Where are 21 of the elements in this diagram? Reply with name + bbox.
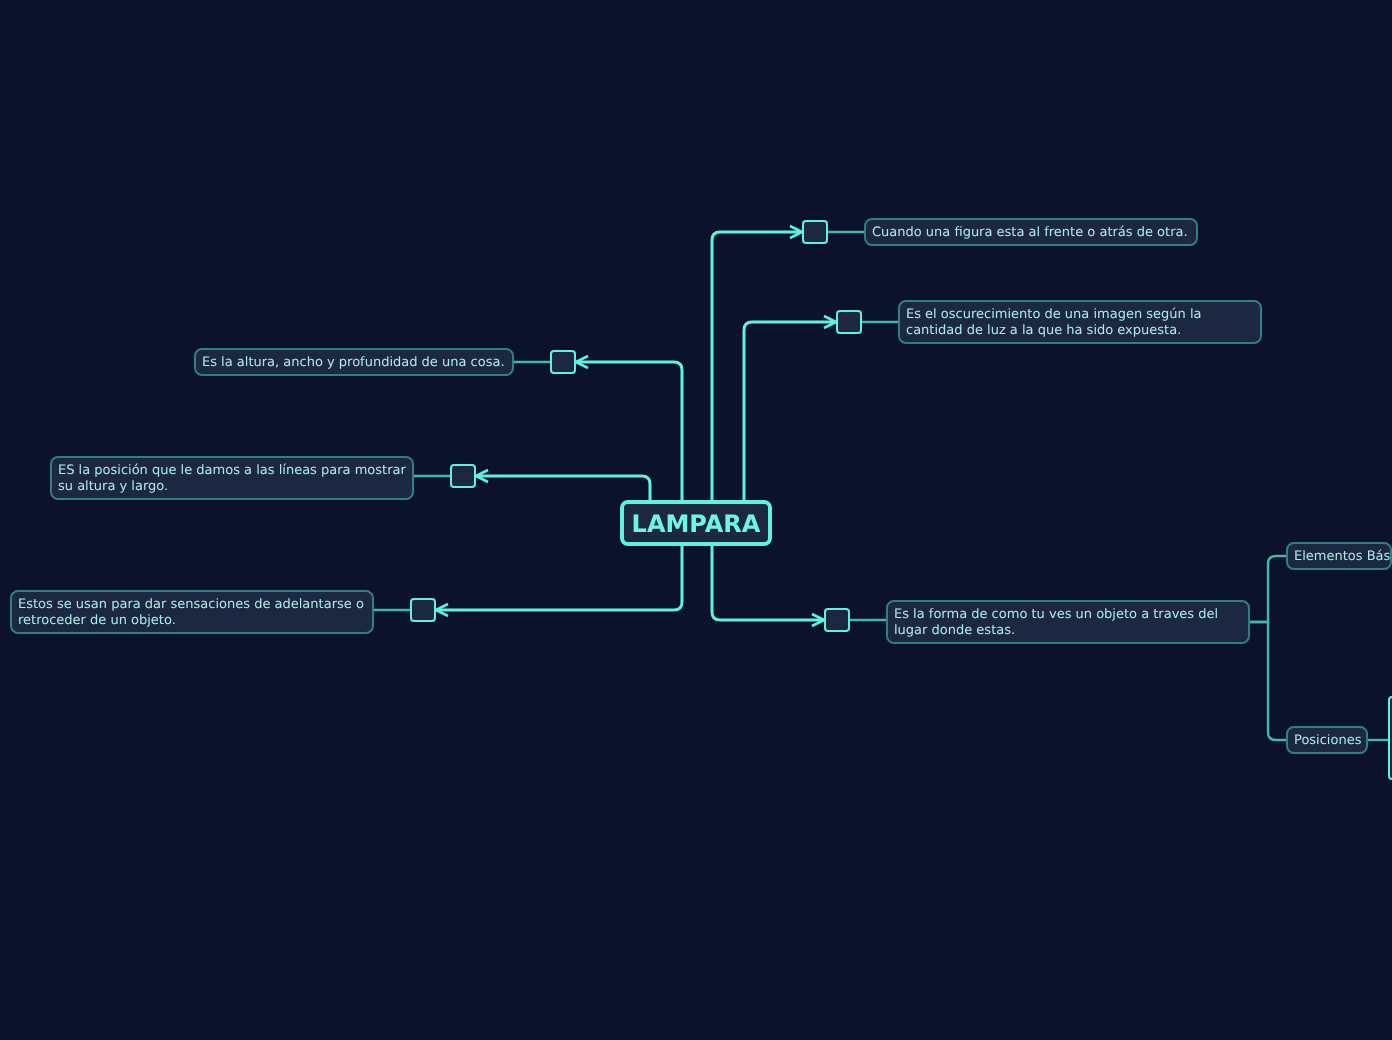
connector-line [374, 608, 410, 612]
connector-square [824, 608, 850, 632]
connector-square [836, 310, 862, 334]
arrow [742, 314, 838, 500]
connector-line [1368, 738, 1388, 742]
central-topic: LAMPARA [620, 500, 772, 546]
connector-square [802, 220, 828, 244]
connector-line [862, 320, 898, 324]
arrow [474, 468, 652, 500]
arrow [710, 224, 804, 500]
connector-line [1250, 620, 1286, 742]
connector-line [514, 360, 550, 364]
arrow [574, 354, 684, 500]
connector-line [414, 474, 450, 478]
connector-line [850, 618, 886, 622]
connector-square [450, 464, 476, 488]
arrow [710, 546, 826, 628]
connector-square [410, 598, 436, 622]
connector-square [550, 350, 576, 374]
arrow [434, 546, 684, 618]
connector-line [828, 230, 864, 234]
